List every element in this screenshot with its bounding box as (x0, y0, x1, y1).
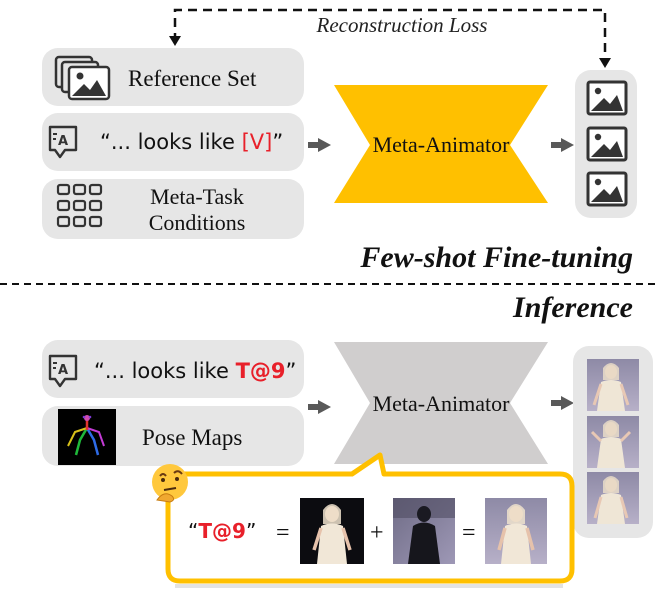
section-title-fewshot: Few-shot Fine-tuning (359, 241, 633, 274)
text-prompt-icon: A (48, 354, 78, 388)
pose-maps-box: Pose Maps (42, 406, 304, 466)
result-photo (485, 498, 547, 564)
inference-output-panel (573, 346, 653, 538)
meta-task-label-line2: Conditions (149, 210, 246, 235)
reference-set-box: Reference Set (42, 48, 304, 106)
reference-photo (300, 498, 364, 564)
text-prompt-icon: A (48, 125, 78, 159)
output-frame-3 (587, 472, 639, 524)
equals-sign-2: = (462, 520, 476, 546)
image-icon (586, 126, 628, 162)
arrow-to-inference-output-head (561, 396, 574, 410)
training-prompt-box: A “... looks like [V]” (42, 113, 304, 171)
plus-sign: + (370, 520, 384, 546)
inference-prompt-text: “... looks like T@9” (94, 359, 296, 383)
grid-icon (56, 183, 103, 228)
reconstruction-loss-loop (169, 8, 611, 68)
reference-set-label: Reference Set (128, 66, 257, 91)
image-icon (586, 80, 628, 116)
thinking-face-icon (152, 464, 188, 503)
meta-task-box: Meta-Task Conditions (42, 179, 304, 239)
inference-prompt-box: A “... looks like T@9” (42, 340, 304, 398)
image-icon (586, 171, 628, 207)
token-t9: T@9 (236, 359, 286, 383)
meta-animator-training-label: Meta-Animator (373, 132, 511, 157)
meta-animator-training: Meta-Animator (334, 85, 548, 203)
meta-animator-inference-label: Meta-Animator (373, 391, 511, 416)
equation-token: “T@9” (188, 519, 256, 543)
section-title-inference: Inference (512, 291, 633, 324)
meta-animator-inference: Meta-Animator (334, 342, 548, 464)
training-prompt-text: “... looks like [V]” (100, 130, 283, 154)
arrow-to-output-head (561, 138, 574, 152)
output-frame-2 (587, 416, 639, 468)
svg-text:A: A (58, 134, 68, 149)
background-photo (393, 498, 455, 564)
meta-task-label-line1: Meta-Task (150, 184, 244, 209)
token-v: [V] (242, 130, 273, 154)
pose-map-thumbnail (58, 409, 116, 465)
equals-sign: = (276, 520, 290, 546)
image-stack-icon (54, 55, 111, 101)
output-frame-1 (587, 359, 639, 411)
svg-text:A: A (58, 363, 68, 378)
reconstruction-loss-label: Reconstruction Loss (316, 13, 488, 37)
arrow-to-model-head (318, 138, 331, 152)
training-output-panel (575, 70, 637, 218)
arrow-to-inference-model-head (318, 400, 331, 414)
pose-maps-label: Pose Maps (142, 425, 242, 450)
